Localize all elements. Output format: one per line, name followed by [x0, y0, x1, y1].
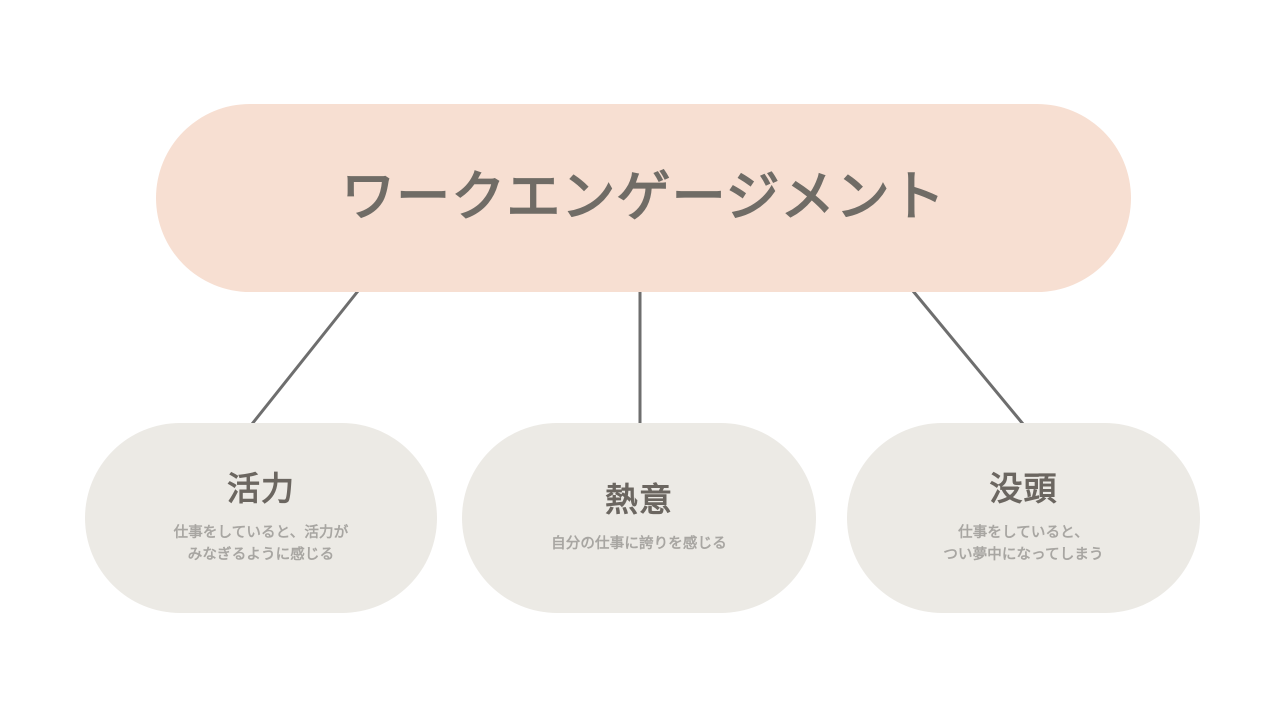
- child-node-heading: 活力: [227, 469, 295, 507]
- connector-to-bottou: [911, 290, 1025, 425]
- child-node-karyoku: 活力 仕事をしていると、活力が みなぎるように感じる: [85, 423, 437, 613]
- connector-to-karyoku: [250, 290, 360, 425]
- child-node-description: 仕事をしていると、活力が みなぎるように感じる: [173, 524, 349, 563]
- child-node-heading: 熱意: [605, 480, 673, 518]
- child-node-description: 自分の仕事に誇りを感じる: [551, 535, 727, 552]
- root-node-work-engagement: ワークエンゲージメント: [156, 104, 1131, 292]
- child-node-heading: 没頭: [989, 469, 1058, 507]
- root-node-label: ワークエンゲージメント: [341, 167, 946, 228]
- child-node-description: 仕事をしていると、 つい夢中になってしまう: [943, 524, 1104, 563]
- child-node-bottou: 没頭 仕事をしていると、 つい夢中になってしまう: [847, 423, 1200, 613]
- child-node-netsui: 熱意 自分の仕事に誇りを感じる: [462, 423, 816, 613]
